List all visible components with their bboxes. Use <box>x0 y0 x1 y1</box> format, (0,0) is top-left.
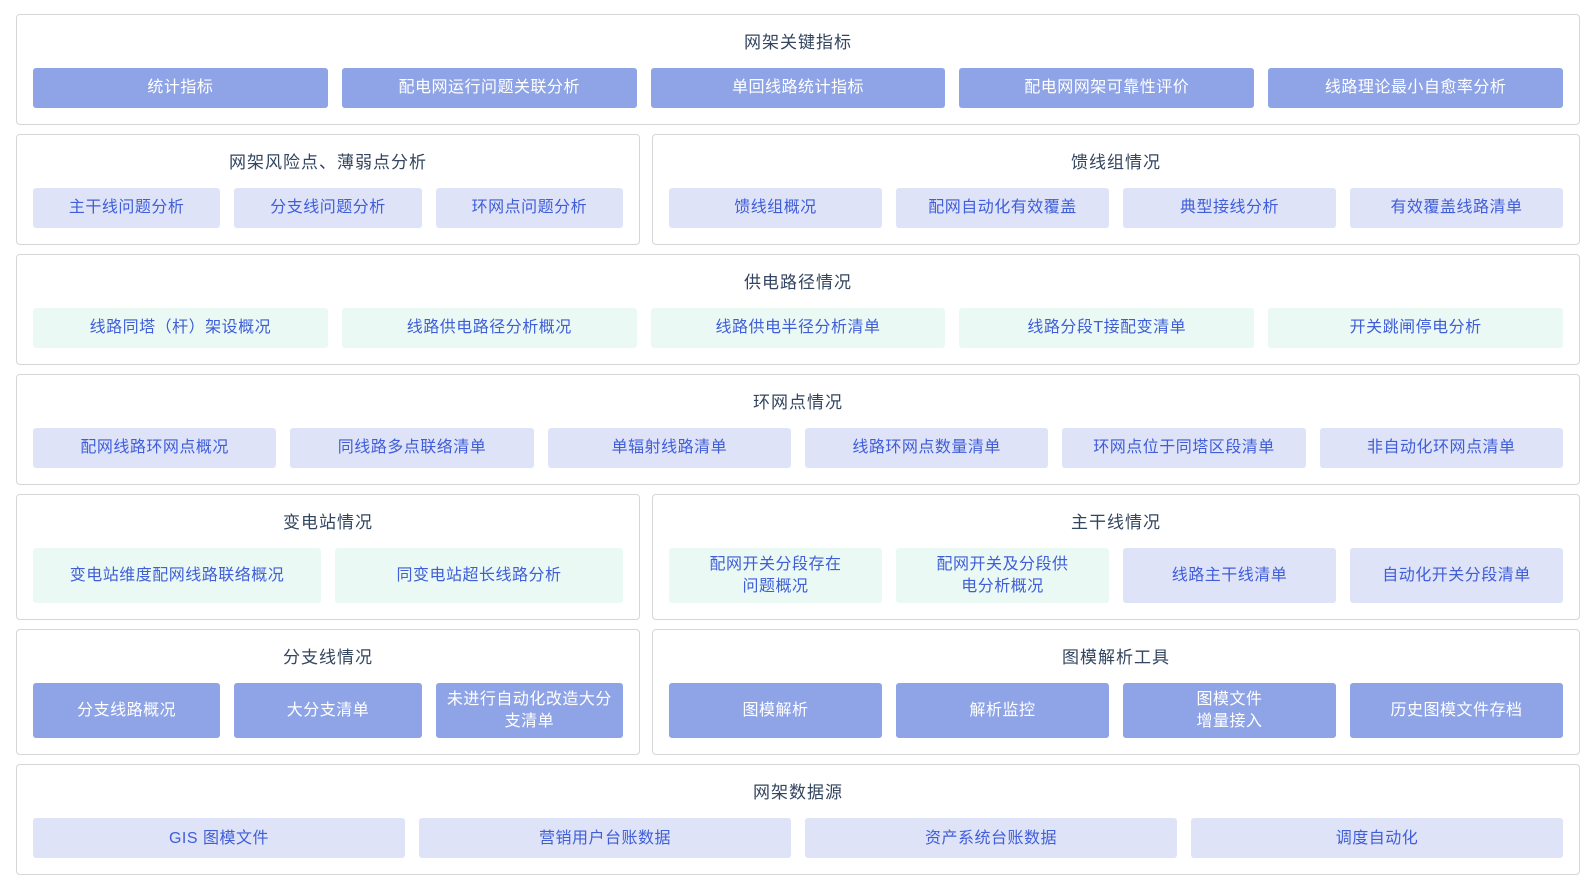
panel-title: 网架数据源 <box>753 783 843 803</box>
panel-title: 主干线情况 <box>1071 513 1162 532</box>
panel-grid-data-sources: 网架数据源 GIS 图模文件营销用户台账数据资产系统台账数据调度自动化 <box>16 764 1580 876</box>
nav-button[interactable]: 线路主干线清单 <box>1123 548 1337 604</box>
panel-title: 图模解析工具 <box>1062 648 1171 668</box>
panel-title: 变电站情况 <box>283 513 374 532</box>
panel-substation: 变电站情况变电站维度配网线路联络概况同变电站超长线路分析 <box>16 494 641 621</box>
button-group: 馈线组概况配网自动化有效覆盖典型接线分析有效覆盖线路清单 <box>669 188 1564 228</box>
nav-button[interactable]: 配电网网架可靠性评价 <box>959 68 1255 108</box>
button-group: 分支线路概况大分支清单未进行自动化改造大分 支清单 <box>33 683 624 739</box>
nav-button[interactable]: 自动化开关分段清单 <box>1350 548 1564 604</box>
panel-branch-line: 分支线情况分支线路概况大分支清单未进行自动化改造大分 支清单 <box>16 629 641 756</box>
nav-button[interactable]: 线路供电路径分析概况 <box>341 308 637 348</box>
panel-title: 环网点情况 <box>753 393 843 412</box>
button-group: 配网线路环网点概况同线路多点联络清单单辐射线路清单线路环网点数量清单环网点位于同… <box>33 428 1563 468</box>
button-group: 图模解析解析监控图模文件 增量接入历史图模文件存档 <box>669 683 1564 739</box>
panel-ring-network-points: 环网点情况配网线路环网点概况同线路多点联络清单单辐射线路清单线路环网点数量清单环… <box>16 374 1580 485</box>
panel-row: 网架关键指标统计指标配电网运行问题关联分析单回线路统计指标配电网网架可靠性评价线… <box>16 14 1580 125</box>
nav-button[interactable]: 线路理论最小自愈率分析 <box>1268 68 1563 108</box>
nav-button[interactable]: 同线路多点联络清单 <box>290 428 534 468</box>
nav-button[interactable]: 营销用户台账数据 <box>419 818 791 859</box>
button-group: 主干线问题分析分支线问题分析环网点问题分析 <box>33 188 624 228</box>
panel-title: 供电路径情况 <box>744 273 852 292</box>
panel-row: 网架风险点、薄弱点分析主干线问题分析分支线问题分析环网点问题分析馈线组情况馈线组… <box>16 134 1580 245</box>
nav-button[interactable]: 大分支清单 <box>234 683 422 739</box>
button-group: 统计指标配电网运行问题关联分析单回线路统计指标配电网网架可靠性评价线路理论最小自… <box>33 68 1563 108</box>
nav-button[interactable]: 同变电站超长线路分析 <box>335 548 624 604</box>
panel-row: 网架数据源 GIS 图模文件营销用户台账数据资产系统台账数据调度自动化 <box>16 764 1580 876</box>
nav-button[interactable]: 分支线问题分析 <box>234 188 422 228</box>
nav-button[interactable]: 单辐射线路清单 <box>547 428 791 468</box>
panel-row: 环网点情况配网线路环网点概况同线路多点联络清单单辐射线路清单线路环网点数量清单环… <box>16 374 1580 485</box>
button-group: 线路同塔（杆）架设概况线路供电路径分析概况线路供电半径分析清单线路分段T接配变清… <box>33 308 1563 348</box>
nav-button[interactable]: 线路供电半径分析清单 <box>650 308 946 348</box>
nav-button[interactable]: 主干线问题分析 <box>33 188 221 228</box>
panel-key-indicators: 网架关键指标统计指标配电网运行问题关联分析单回线路统计指标配电网网架可靠性评价线… <box>16 14 1580 125</box>
panel-title: 网架风险点、薄弱点分析 <box>229 153 428 172</box>
nav-button[interactable]: 有效覆盖线路清单 <box>1350 188 1564 228</box>
panel-title: 网架关键指标 <box>744 33 852 52</box>
nav-button[interactable]: 变电站维度配网线路联络概况 <box>33 548 322 604</box>
nav-button[interactable]: 配网线路环网点概况 <box>33 428 277 468</box>
panel-trunk-line: 主干线情况配网开关分段存在 问题概况配网开关及分段供 电分析概况线路主干线清单自… <box>652 494 1580 621</box>
panel-feeder-group: 馈线组情况馈线组概况配网自动化有效覆盖典型接线分析有效覆盖线路清单 <box>652 134 1580 245</box>
nav-button[interactable]: 配电网运行问题关联分析 <box>341 68 637 108</box>
nav-button[interactable]: 统计指标 <box>33 68 328 108</box>
nav-button[interactable]: 非自动化环网点清单 <box>1319 428 1563 468</box>
panel-row: 分支线情况分支线路概况大分支清单未进行自动化改造大分 支清单图模解析工具图模解析… <box>16 629 1580 756</box>
nav-button[interactable]: 资产系统台账数据 <box>805 818 1177 859</box>
button-group: 变电站维度配网线路联络概况同变电站超长线路分析 <box>33 548 624 604</box>
panel-model-parsing-tools: 图模解析工具图模解析解析监控图模文件 增量接入历史图模文件存档 <box>652 629 1580 756</box>
panel-row: 变电站情况变电站维度配网线路联络概况同变电站超长线路分析主干线情况配网开关分段存… <box>16 494 1580 621</box>
nav-button[interactable]: 馈线组概况 <box>669 188 883 228</box>
nav-button[interactable]: 单回线路统计指标 <box>650 68 946 108</box>
panel-title: 分支线情况 <box>283 648 374 668</box>
nav-button[interactable]: 历史图模文件存档 <box>1350 683 1564 739</box>
nav-button[interactable]: 开关跳闸停电分析 <box>1268 308 1563 348</box>
button-group: 配网开关分段存在 问题概况配网开关及分段供 电分析概况线路主干线清单自动化开关分… <box>669 548 1564 604</box>
button-group: GIS 图模文件营销用户台账数据资产系统台账数据调度自动化 <box>33 818 1563 859</box>
nav-button[interactable]: 图模解析 <box>669 683 883 739</box>
panel-power-supply-path: 供电路径情况线路同塔（杆）架设概况线路供电路径分析概况线路供电半径分析清单线路分… <box>16 254 1580 365</box>
nav-button[interactable]: GIS 图模文件 <box>33 818 405 859</box>
nav-button[interactable]: 配网开关分段存在 问题概况 <box>669 548 883 604</box>
nav-button[interactable]: 线路同塔（杆）架设概况 <box>33 308 328 348</box>
nav-button[interactable]: 典型接线分析 <box>1123 188 1337 228</box>
nav-button[interactable]: 解析监控 <box>896 683 1110 739</box>
nav-button[interactable]: 图模文件 增量接入 <box>1123 683 1337 739</box>
nav-button[interactable]: 配网自动化有效覆盖 <box>896 188 1110 228</box>
panel-risk-weak-points: 网架风险点、薄弱点分析主干线问题分析分支线问题分析环网点问题分析 <box>16 134 641 245</box>
nav-button[interactable]: 分支线路概况 <box>33 683 221 739</box>
nav-button[interactable]: 配网开关及分段供 电分析概况 <box>896 548 1110 604</box>
nav-button[interactable]: 线路环网点数量清单 <box>804 428 1049 468</box>
nav-button[interactable]: 未进行自动化改造大分 支清单 <box>435 683 624 739</box>
nav-button[interactable]: 线路分段T接配变清单 <box>959 308 1255 348</box>
nav-button[interactable]: 环网点位于同塔区段清单 <box>1062 428 1306 468</box>
nav-button[interactable]: 调度自动化 <box>1191 818 1563 859</box>
panel-row: 供电路径情况线路同塔（杆）架设概况线路供电路径分析概况线路供电半径分析清单线路分… <box>16 254 1580 365</box>
nav-button[interactable]: 环网点问题分析 <box>435 188 624 228</box>
panel-title: 馈线组情况 <box>1071 153 1162 172</box>
